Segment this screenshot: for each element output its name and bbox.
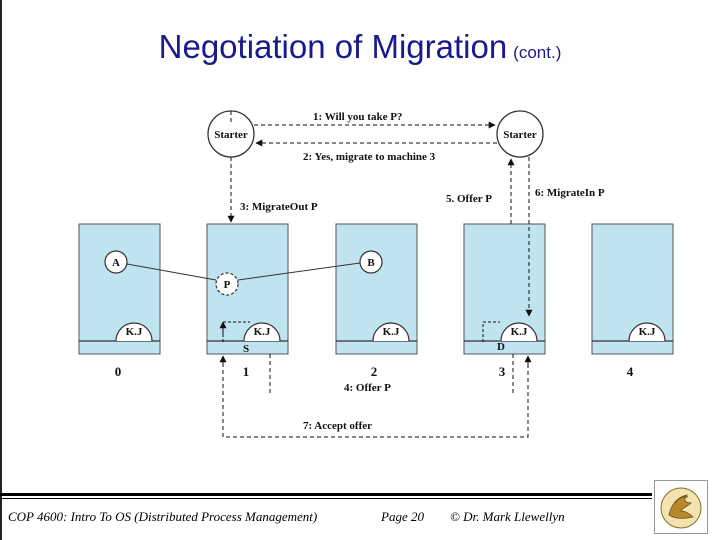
message-2-label: 2: Yes, migrate to machine 3 (303, 151, 436, 163)
machine-label-0: 0 (115, 364, 122, 379)
side-label-s: S (243, 343, 249, 355)
process-p-circle (215, 272, 239, 296)
starter-left-label: Starter (214, 129, 248, 141)
message-1-label: 1: Will you take P? (313, 111, 402, 123)
message-5-label: 5. Offer P (446, 193, 492, 205)
link-a-p (126, 263, 217, 281)
machine-label-3: 3 (499, 364, 506, 379)
university-logo (654, 480, 708, 534)
message-4-label: 4: Offer P (344, 382, 391, 394)
machine-label-1: 1 (243, 364, 250, 379)
kernel-dome-0 (115, 322, 153, 342)
footer-rule-thin (0, 498, 652, 499)
machine-label-4: 4 (627, 364, 634, 379)
kernel-dome-2 (372, 322, 410, 342)
kernel-label-1: K.J (254, 326, 271, 338)
footer-page: Page 20 (381, 509, 424, 524)
link-p-b (237, 262, 361, 281)
machine-label-2: 2 (371, 364, 378, 379)
message-7-label: 7: Accept offer (303, 420, 372, 432)
slide-title: Negotiation of Migration (cont.) (0, 28, 720, 66)
title-subtitle: (cont.) (513, 43, 562, 62)
message-3-label: 3: MigrateOut P (240, 201, 318, 213)
kernel-label-0: K.J (126, 326, 143, 338)
starter-right-circle (496, 110, 544, 158)
footer-course: COP 4600: Intro To OS (Distributed Proce… (8, 509, 318, 524)
kernel-dome-3 (500, 322, 538, 342)
kernel-label-2: K.J (383, 326, 400, 338)
side-label-d: D (497, 341, 505, 353)
title-main: Negotiation of Migration (158, 28, 508, 65)
arrow-message-7 (222, 356, 529, 438)
arrow-message-1 (230, 111, 495, 125)
migrate-in-path (482, 321, 500, 342)
slide-left-border (0, 0, 2, 540)
footer-author: © Dr. Mark Llewellyn (450, 509, 565, 524)
process-p-label: P (224, 279, 231, 291)
message-6-label: 6: MigrateIn P (535, 187, 605, 199)
kernel-dome-1 (243, 322, 281, 342)
process-b-circle (359, 250, 383, 274)
starter-right-label: Starter (503, 129, 537, 141)
process-a-label: A (112, 257, 120, 269)
process-b-label: B (367, 257, 375, 269)
process-a-circle (104, 250, 128, 274)
kernel-label-3: K.J (511, 326, 528, 338)
kernel-dome-4 (628, 322, 666, 342)
footer-rule (0, 493, 652, 496)
pegasus-logo-icon (660, 487, 702, 529)
kernel-label-4: K.J (639, 326, 656, 338)
